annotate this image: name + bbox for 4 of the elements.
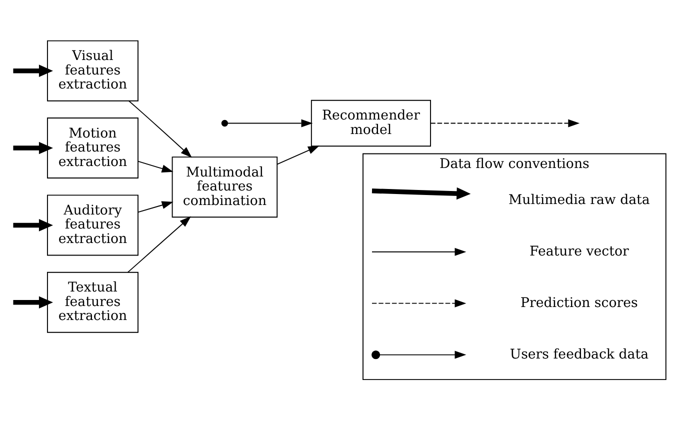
legend-label: Feature vector [529, 244, 629, 260]
legend-label: Users feedback data [510, 347, 649, 362]
legend-label: Multimedia raw data [508, 192, 650, 208]
legend-label: Prediction scores [520, 296, 638, 311]
